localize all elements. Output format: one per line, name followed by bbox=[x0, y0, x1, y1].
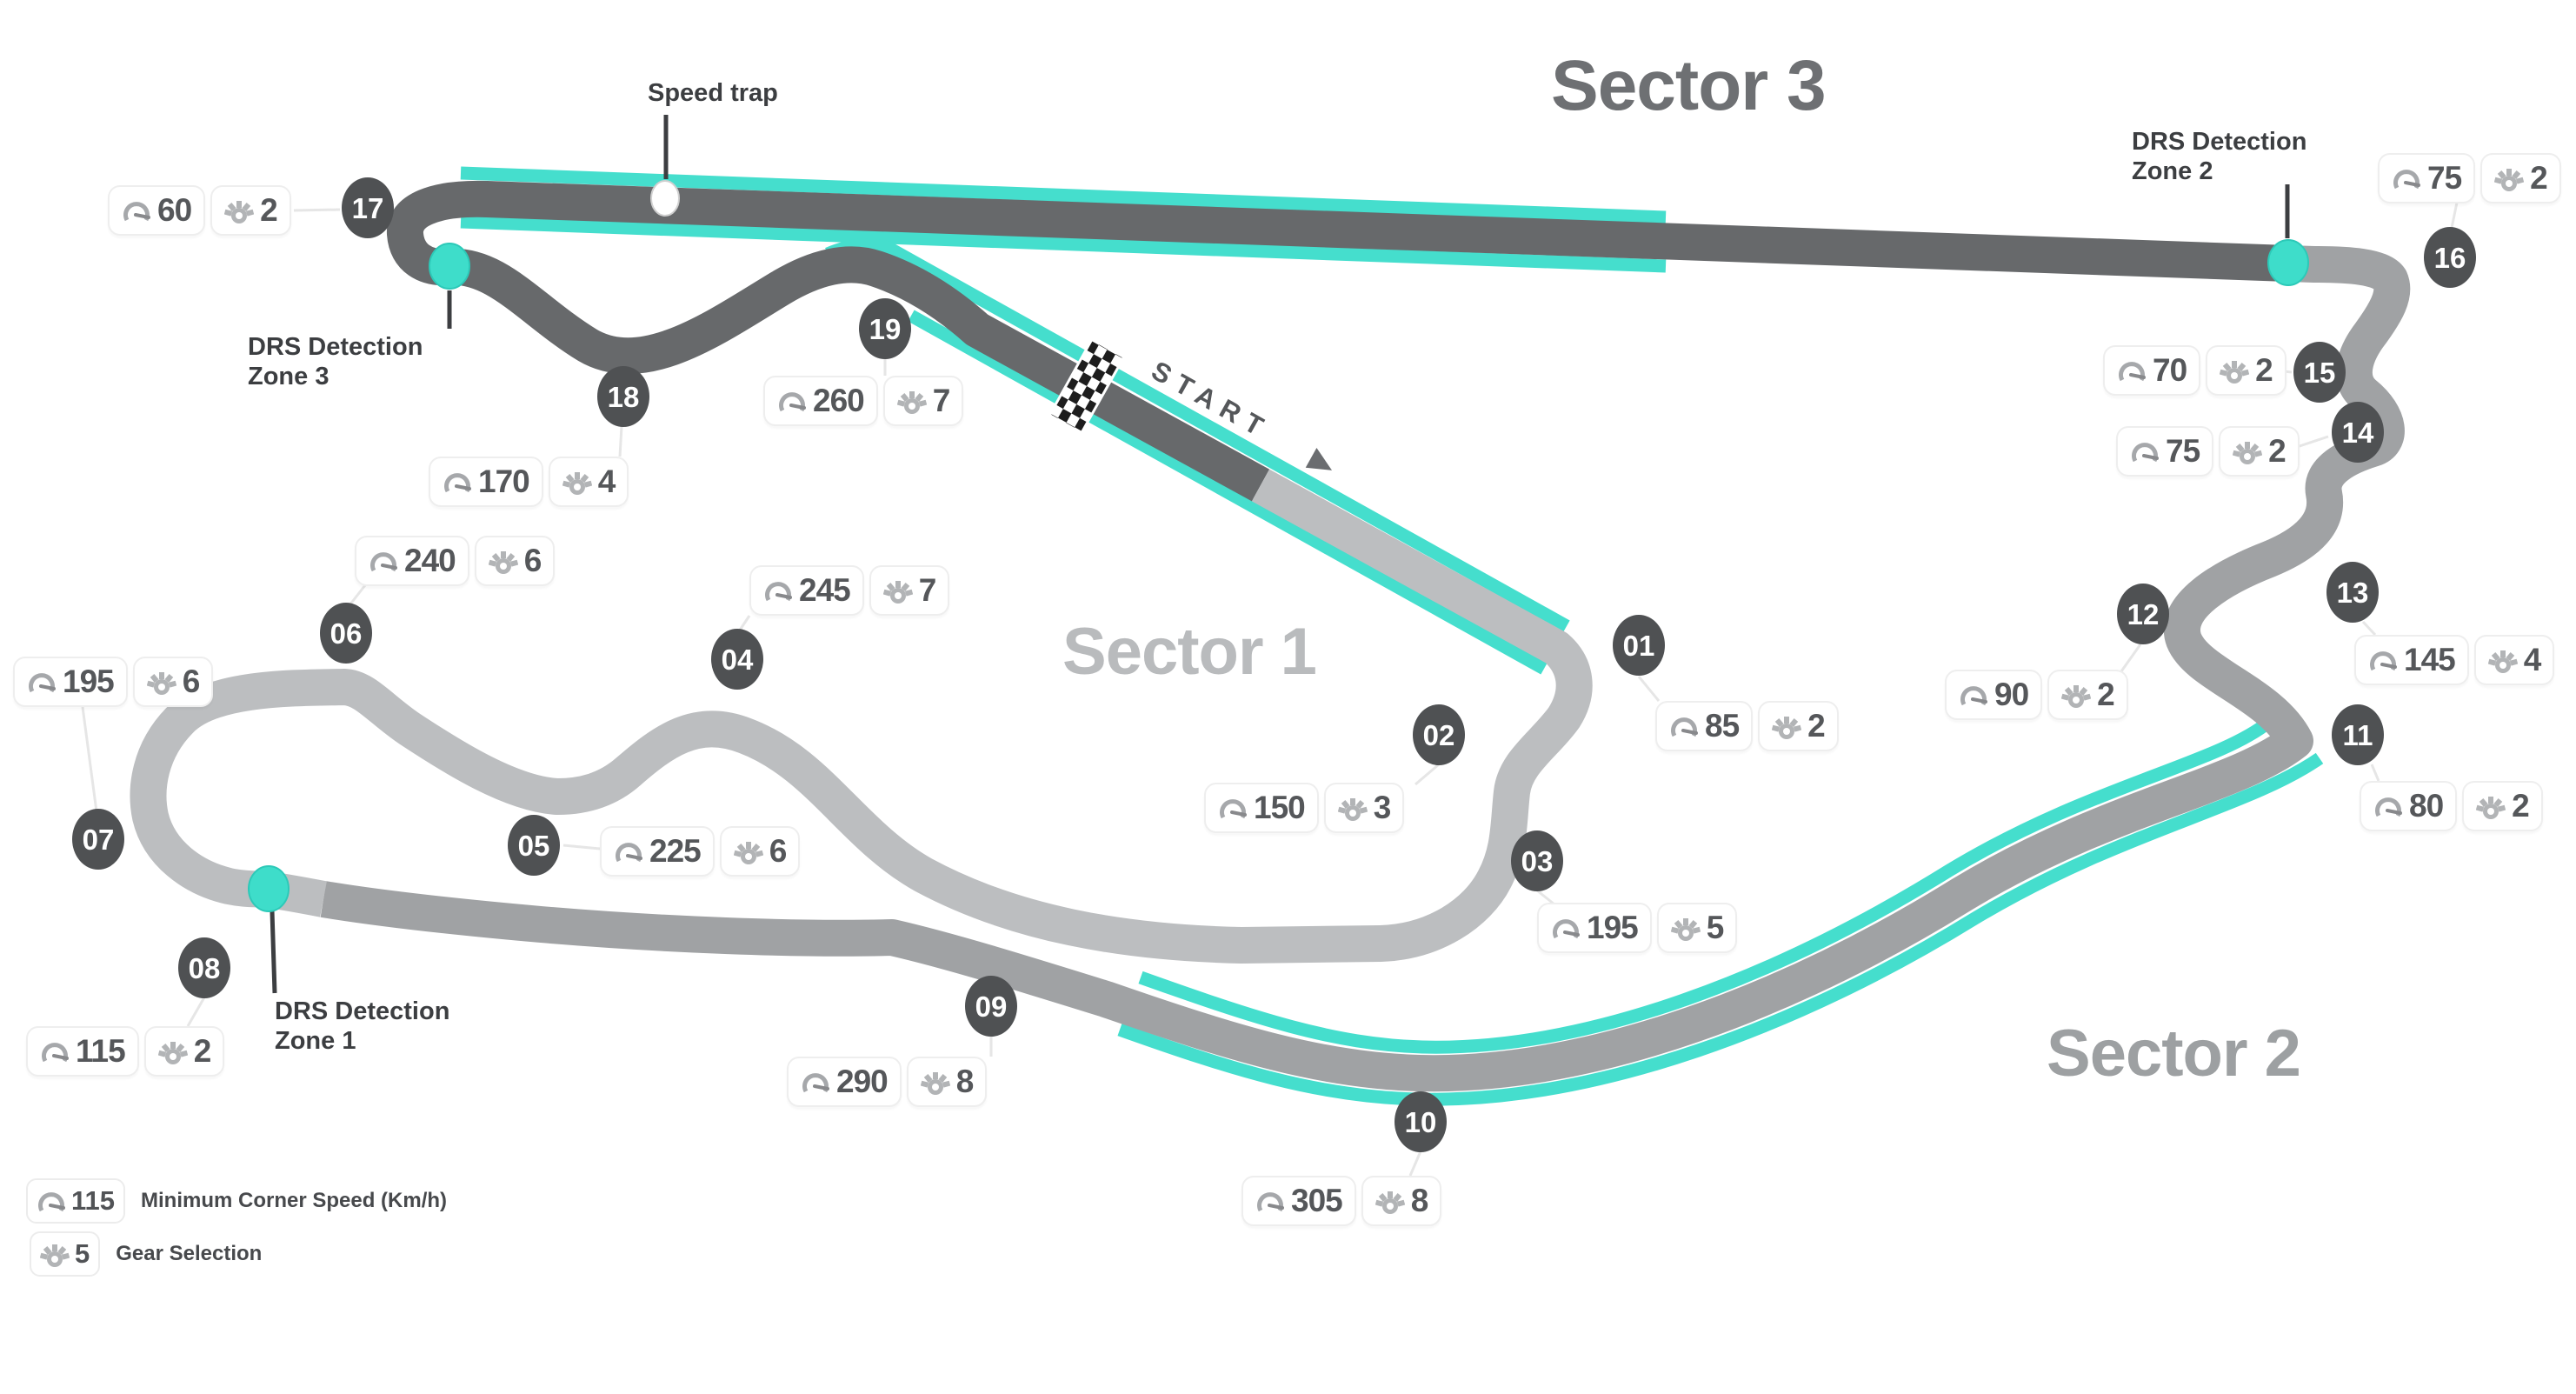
turn-marker-18: 18 bbox=[597, 366, 649, 427]
speed-trap-pointer bbox=[650, 115, 680, 217]
turn-marker-06: 06 bbox=[320, 603, 372, 664]
svg-text:15: 15 bbox=[2304, 357, 2336, 389]
track-sector3 bbox=[387, 180, 2289, 502]
badge-turn-08: 115 2 bbox=[26, 1026, 225, 1077]
badge-turn-13: 145 4 bbox=[2354, 635, 2555, 685]
legend-gear: 5 Gear Selection bbox=[30, 1231, 262, 1277]
badge-turn-12: 90 2 bbox=[1945, 670, 2128, 720]
legend-gear-value: 5 bbox=[75, 1238, 90, 1269]
svg-text:05: 05 bbox=[518, 830, 550, 862]
badge-turn-18: 170 4 bbox=[429, 457, 629, 507]
turn-marker-02: 02 bbox=[1413, 704, 1465, 765]
svg-text:16: 16 bbox=[2434, 242, 2466, 274]
badge-turn-04: 245 7 bbox=[749, 565, 950, 616]
turn-marker-08: 08 bbox=[178, 937, 230, 998]
badge-turn-11: 80 2 bbox=[2360, 781, 2543, 831]
drs-zone1-label: DRS Detection Zone 1 bbox=[275, 997, 450, 1055]
turn-marker-14: 14 bbox=[2332, 402, 2384, 463]
badge-turn-17: 60 2 bbox=[108, 185, 291, 236]
sector1-title: Sector 1 bbox=[1062, 615, 1317, 689]
svg-text:18: 18 bbox=[608, 381, 640, 413]
turn-marker-03: 03 bbox=[1511, 830, 1563, 891]
badge-connectors bbox=[81, 202, 2459, 1177]
track-sector2 bbox=[320, 245, 2411, 1092]
speed-trap-label: Speed trap bbox=[648, 79, 778, 107]
speed-trap-dot bbox=[650, 180, 680, 217]
svg-text:02: 02 bbox=[1423, 719, 1455, 751]
sector2-title: Sector 2 bbox=[2047, 1017, 2301, 1091]
svg-text:12: 12 bbox=[2127, 598, 2160, 630]
svg-text:08: 08 bbox=[189, 952, 221, 984]
turn-marker-16: 16 bbox=[2424, 227, 2476, 288]
badge-turn-07: 195 6 bbox=[13, 657, 214, 707]
badge-turn-14: 75 2 bbox=[2116, 426, 2300, 477]
turn-marker-19: 19 bbox=[859, 298, 911, 359]
drs-detection-dot-zone2 bbox=[2267, 239, 2309, 286]
svg-text:07: 07 bbox=[83, 824, 115, 856]
svg-text:09: 09 bbox=[975, 990, 1008, 1023]
svg-text:17: 17 bbox=[352, 192, 384, 224]
badge-turn-10: 305 8 bbox=[1241, 1176, 1442, 1226]
drs-detection-dot-zone1 bbox=[248, 865, 290, 912]
badge-turn-02: 150 3 bbox=[1204, 783, 1405, 833]
badge-turn-03: 195 5 bbox=[1537, 903, 1738, 953]
start-finish-line bbox=[1048, 337, 1126, 435]
turn-marker-17: 17 bbox=[342, 177, 394, 238]
svg-text:01: 01 bbox=[1623, 630, 1655, 662]
badge-turn-01: 85 2 bbox=[1655, 701, 1839, 751]
drs-zone2-label: DRS Detection Zone 2 bbox=[2132, 128, 2307, 185]
turn-marker-11: 11 bbox=[2332, 704, 2384, 765]
turn-marker-15: 15 bbox=[2293, 342, 2346, 403]
turn-marker-04: 04 bbox=[711, 629, 763, 690]
drs-detection-pointers bbox=[248, 184, 2309, 994]
badge-turn-05: 225 6 bbox=[600, 826, 801, 877]
svg-text:14: 14 bbox=[2342, 417, 2374, 449]
turn-marker-07: 07 bbox=[72, 809, 124, 870]
badge-turn-09: 290 8 bbox=[787, 1057, 988, 1107]
svg-text:04: 04 bbox=[722, 644, 754, 676]
legend-gear-label: Gear Selection bbox=[116, 1242, 263, 1265]
drs-zone3-label: DRS Detection Zone 3 bbox=[248, 333, 423, 390]
badge-turn-19: 260 7 bbox=[763, 376, 964, 426]
sector3-title: Sector 3 bbox=[1551, 46, 1827, 125]
turn-marker-12: 12 bbox=[2117, 584, 2169, 644]
svg-text:03: 03 bbox=[1521, 845, 1554, 877]
turn-marker-13: 13 bbox=[2326, 562, 2379, 623]
legend-speed-label: Minimum Corner Speed (Km/h) bbox=[141, 1189, 448, 1212]
turn-marker-10: 10 bbox=[1395, 1091, 1447, 1152]
speedometer-icon bbox=[38, 1191, 65, 1211]
turn-marker-05: 05 bbox=[508, 815, 560, 876]
turn-markers: 01 02 03 04 05 06 07 08 09 10 11 12 13 1… bbox=[72, 177, 2476, 1152]
svg-text:06: 06 bbox=[330, 617, 363, 650]
badge-turn-06: 240 6 bbox=[355, 536, 556, 586]
legend-speed-box: 115 bbox=[26, 1178, 126, 1224]
direction-arrow-icon bbox=[1305, 447, 1333, 470]
track-sector1 bbox=[130, 469, 1593, 964]
turn-marker-01: 01 bbox=[1613, 615, 1665, 676]
svg-text:19: 19 bbox=[869, 313, 902, 345]
svg-text:13: 13 bbox=[2337, 577, 2369, 609]
legend-speed-value: 115 bbox=[71, 1185, 116, 1216]
badge-turn-15: 70 2 bbox=[2103, 345, 2286, 396]
svg-text:10: 10 bbox=[1405, 1106, 1437, 1138]
gear-icon bbox=[40, 1244, 70, 1267]
svg-text:11: 11 bbox=[2343, 719, 2373, 751]
turn-marker-09: 09 bbox=[965, 976, 1017, 1037]
badge-turn-16: 75 2 bbox=[2378, 153, 2561, 203]
drs-detection-dot-zone3 bbox=[429, 243, 470, 290]
legend-speed: 115 Minimum Corner Speed (Km/h) bbox=[26, 1178, 447, 1224]
legend-gear-box: 5 bbox=[30, 1231, 101, 1277]
